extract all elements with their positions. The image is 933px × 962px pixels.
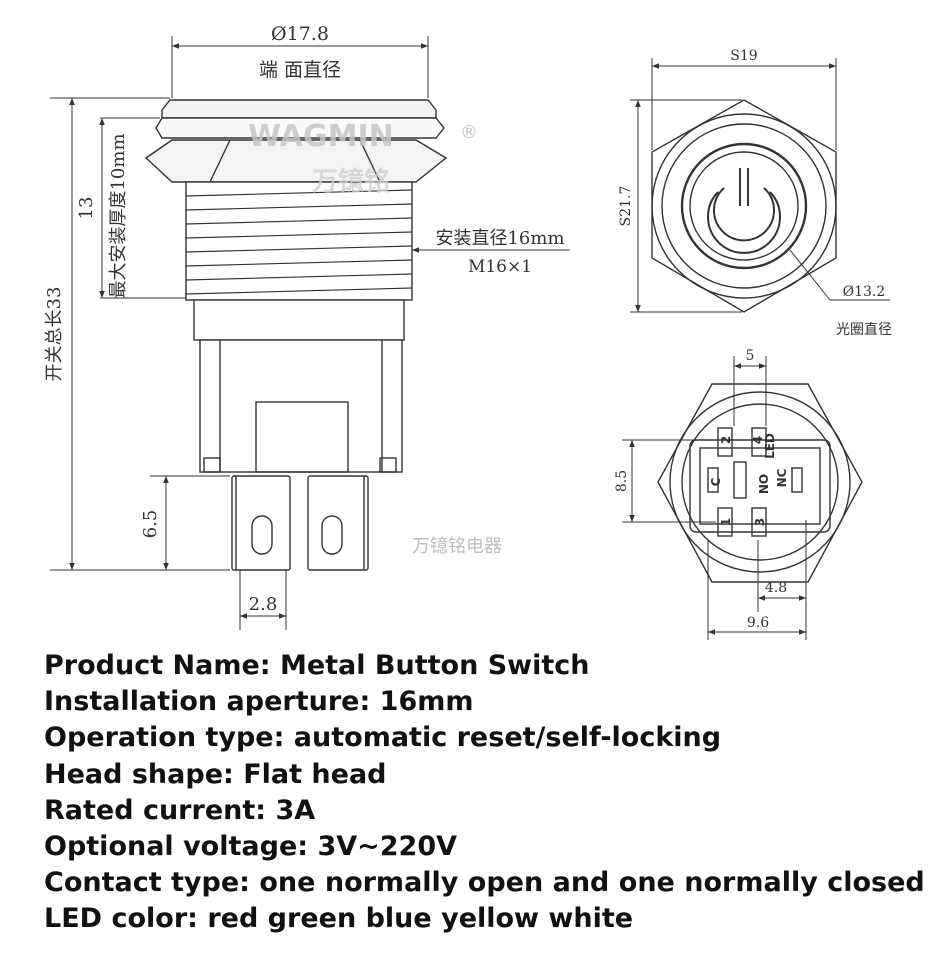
registered-icon: ® xyxy=(460,122,478,143)
watermark-brand-cn: 万镱铭 xyxy=(312,167,390,197)
front-dimensions xyxy=(630,58,837,313)
pin-offset-value: 4.8 xyxy=(765,580,787,596)
terminal-block xyxy=(689,439,831,533)
pin-spacing-side-value: 8.5 xyxy=(614,470,630,492)
pin-spacing-top-value: 5 xyxy=(746,348,755,364)
spec-head-shape: Head shape: Flat head xyxy=(44,758,387,790)
total-length-label: 开关总长33 xyxy=(44,287,65,382)
watermark-company: 万镱铭电器 xyxy=(412,536,502,557)
lower-body xyxy=(193,299,405,341)
spec-product-name: Product Name: Metal Button Switch xyxy=(44,650,590,681)
ring-diameter-value: Ø13.2 xyxy=(843,284,886,300)
back-dimensions xyxy=(622,356,807,640)
switch-ring xyxy=(155,117,445,139)
switch-head xyxy=(161,99,437,119)
hex-corner-value: S21.7 xyxy=(618,186,634,227)
head-diameter-label: 端 面直径 xyxy=(259,59,341,81)
technical-drawing: Ø17.8 端 面直径 安装直径16mm M16×1 开关总长33 13 最大安… xyxy=(44,23,892,640)
spec-rated-current: Rated current: 3A xyxy=(44,794,316,826)
ring-diameter-label: 光圈直径 xyxy=(836,321,892,338)
side-view xyxy=(144,99,448,571)
base-housing xyxy=(199,339,403,473)
threaded-body xyxy=(185,181,413,301)
side-labels: Ø17.8 端 面直径 安装直径16mm M16×1 开关总长33 13 最大安… xyxy=(44,23,565,615)
thread-spec-label: M16×1 xyxy=(468,257,532,277)
mount-diameter-label: 安装直径16mm xyxy=(435,228,564,249)
hex-nut xyxy=(144,139,448,183)
spec-contact-type: Contact type: one normally open and one … xyxy=(44,867,925,899)
terminal-pins xyxy=(231,475,369,571)
led-ring xyxy=(680,142,808,270)
watermark-brand: WAGMIN xyxy=(248,119,394,154)
hex-width-value: S19 xyxy=(730,48,757,64)
terminal-label-c: C xyxy=(709,477,723,486)
front-labels: S19 S21.7 Ø13.2 光圈直径 xyxy=(618,48,892,338)
side-dimensions xyxy=(50,36,570,630)
button-outer xyxy=(651,113,837,299)
pin-length-value: 6.5 xyxy=(140,510,161,539)
terminal-label-nc: NC xyxy=(775,468,789,487)
back-view xyxy=(657,383,863,583)
spec-list: Product Name: Metal Button Switch Instal… xyxy=(44,648,925,938)
mount-thickness-label: 最大安装厚度10mm xyxy=(108,133,129,298)
terminal-slots xyxy=(707,427,803,537)
power-icon xyxy=(707,168,781,254)
terminal-label-3: 3 xyxy=(753,518,767,526)
terminal-label-4: 4 xyxy=(751,436,765,444)
spec-installation-aperture: Installation aperture: 16mm xyxy=(44,686,474,718)
pin-span-value: 9.6 xyxy=(747,615,769,631)
back-labels: 5 8.5 4.8 9.6 xyxy=(614,348,787,631)
spec-operation-type: Operation type: automatic reset/self-loc… xyxy=(44,722,722,754)
threads xyxy=(185,189,413,295)
hex-outline xyxy=(651,99,837,313)
head-diameter-value: Ø17.8 xyxy=(271,23,329,45)
pin-width-value: 2.8 xyxy=(249,594,278,615)
terminal-label-no: NO xyxy=(757,474,771,494)
watermark: WAGMIN ® 万镱铭 万镱铭电器 xyxy=(248,119,502,557)
terminal-label-led: LED xyxy=(763,433,777,459)
front-view xyxy=(651,99,890,313)
spec-optional-voltage: Optional voltage: 3V~220V xyxy=(44,831,458,863)
terminal-labels: C NO NC LED 2 4 1 3 xyxy=(709,433,789,526)
back-outer-circle xyxy=(669,391,851,573)
terminal-label-2: 2 xyxy=(719,436,733,444)
spec-led-color: LED color: red green blue yellow white xyxy=(44,903,634,935)
thread-length-value: 13 xyxy=(76,197,97,220)
terminal-label-1: 1 xyxy=(719,518,733,526)
